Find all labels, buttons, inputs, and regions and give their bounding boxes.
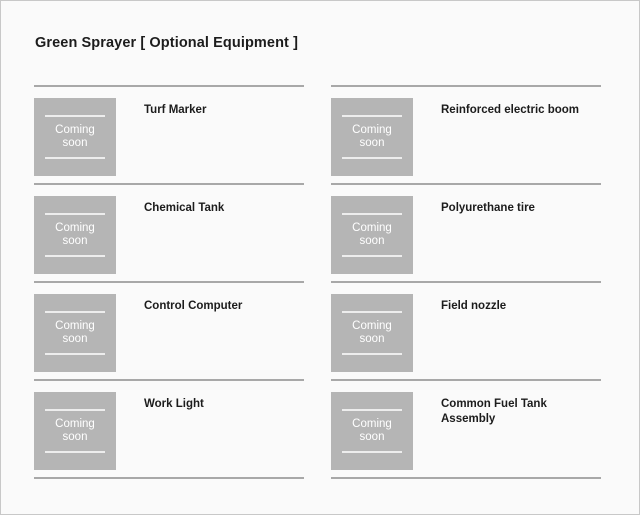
thumbnail-rule-bottom-icon: [45, 451, 105, 453]
thumbnail-rule-top-icon: [342, 115, 402, 117]
column-end-divider: [34, 477, 304, 479]
thumbnail-rule-bottom-icon: [342, 157, 402, 159]
thumbnail-caption-line1: Coming: [352, 320, 392, 332]
thumbnail-caption-line1: Coming: [352, 222, 392, 234]
page-title: Green Sprayer [ Optional Equipment ]: [35, 35, 299, 51]
thumbnail-caption-line1: Coming: [55, 222, 95, 234]
thumbnail-rule-top-icon: [342, 311, 402, 313]
thumbnail-caption-line2: soon: [62, 137, 88, 149]
thumbnail-rule-top-icon: [342, 409, 402, 411]
thumbnail-caption-line2: soon: [62, 333, 88, 345]
thumbnail-caption-line1: Coming: [352, 418, 392, 430]
thumbnail-rule-bottom-icon: [45, 353, 105, 355]
thumbnail-rule-bottom-icon: [45, 157, 105, 159]
thumbnail-caption-line1: Coming: [55, 320, 95, 332]
thumbnail-rule-bottom-icon: [342, 353, 402, 355]
item-label: Turf Marker: [144, 104, 207, 116]
item-label: Chemical Tank: [144, 202, 225, 214]
item-label: Field nozzle: [441, 300, 507, 312]
thumbnail-caption-line2: soon: [62, 431, 88, 443]
thumbnail-rule-top-icon: [45, 115, 105, 117]
thumbnail-caption-line2: soon: [62, 235, 88, 247]
item-label: Reinforced electric boom: [441, 104, 580, 116]
thumbnail-caption-line2: soon: [359, 333, 385, 345]
thumbnail-rule-bottom-icon: [342, 451, 402, 453]
thumbnail-rule-bottom-icon: [342, 255, 402, 257]
item-label: Work Light: [144, 398, 204, 410]
thumbnail-rule-top-icon: [45, 311, 105, 313]
thumbnail-caption-line2: soon: [359, 431, 385, 443]
column-end-divider: [331, 477, 601, 479]
item-label: Control Computer: [144, 300, 243, 312]
thumbnail-rule-top-icon: [45, 409, 105, 411]
thumbnail-caption-line1: Coming: [352, 124, 392, 136]
thumbnail-rule-top-icon: [45, 213, 105, 215]
item-label: Polyurethane tire: [441, 202, 535, 214]
thumbnail-caption-line1: Coming: [55, 418, 95, 430]
thumbnail-rule-top-icon: [342, 213, 402, 215]
thumbnail-caption-line2: soon: [359, 137, 385, 149]
item-label: Common Fuel Tank Assembly: [441, 398, 547, 425]
thumbnail-rule-bottom-icon: [45, 255, 105, 257]
thumbnail-caption-line2: soon: [359, 235, 385, 247]
thumbnail-caption-line1: Coming: [55, 124, 95, 136]
